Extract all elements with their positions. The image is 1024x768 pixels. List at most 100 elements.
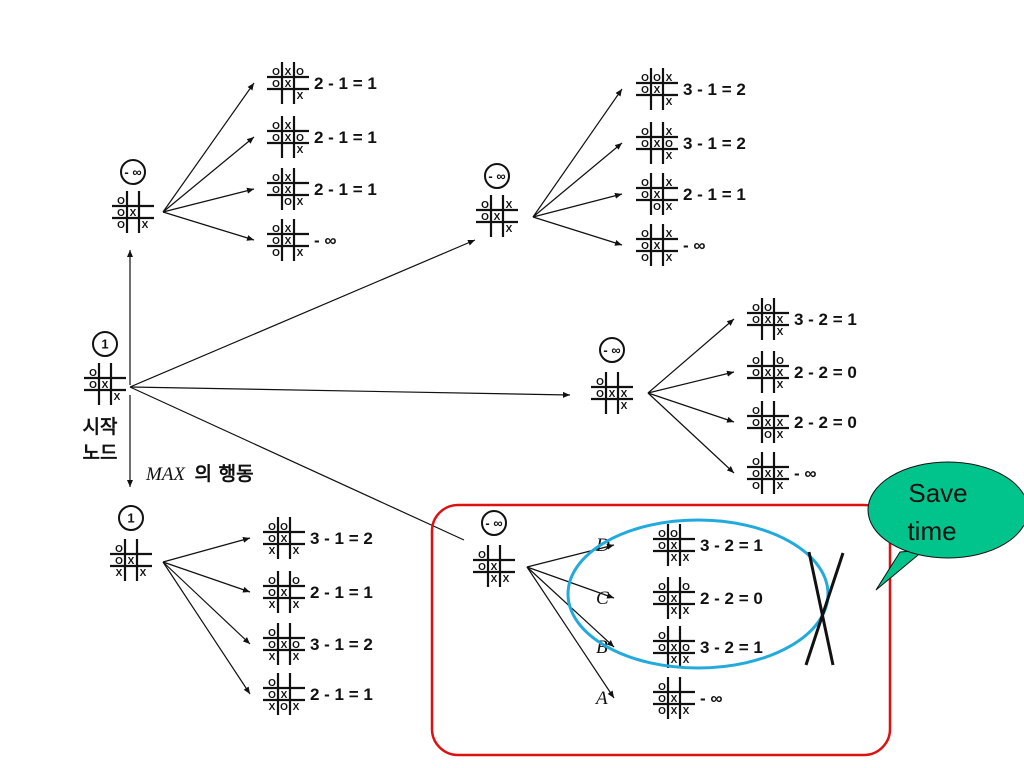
board-cell: X — [269, 600, 276, 611]
board-cell: X — [285, 224, 292, 235]
board-cell: X — [128, 556, 135, 567]
board-cell: O — [268, 678, 276, 689]
minimax-value: 1 — [127, 511, 134, 526]
bottom-left-child-edge — [162, 561, 251, 593]
pruned-subtree-box — [430, 503, 892, 757]
board-cell: O — [272, 248, 280, 259]
board-cell: O — [272, 121, 280, 132]
board-cell: X — [654, 139, 661, 150]
bottom-right-child-value: 3 - 2 = 1 — [700, 536, 763, 555]
board-cell: O — [280, 522, 288, 533]
board-cell: X — [765, 469, 772, 480]
top-right-child-edge — [532, 192, 623, 218]
edge-root-bottom-right — [129, 386, 465, 541]
board-cell: X — [683, 553, 690, 564]
callout-line-1: Save — [908, 478, 967, 508]
board-cell: X — [621, 401, 628, 412]
board-cell: O — [272, 224, 280, 235]
board-cell: O — [658, 682, 666, 693]
board-cell: O — [115, 544, 123, 555]
board-cell: X — [671, 655, 678, 666]
middle-right-child-value: 3 - 2 = 1 — [794, 310, 857, 329]
board-cell: X — [683, 706, 690, 717]
board-cell: O — [641, 85, 649, 96]
board-cell: X — [777, 430, 784, 441]
board-cell: X — [666, 97, 673, 108]
board-cell: X — [765, 315, 772, 326]
board-cell: X — [506, 200, 513, 211]
board-cell: X — [777, 327, 784, 338]
board-cell: O — [117, 208, 125, 219]
board-cell: X — [777, 469, 784, 480]
board-cell: O — [292, 576, 300, 587]
top-left-child-value: 2 - 1 = 1 — [314, 180, 377, 199]
minimax-value: 1 — [101, 337, 108, 352]
board-cell: O — [89, 368, 97, 379]
edge-root-middle-right — [129, 386, 571, 398]
middle-right-value-badge: - ∞ — [599, 337, 625, 363]
middle-right-child-value: 2 - 2 = 0 — [794, 363, 857, 382]
board-cell: X — [297, 91, 304, 102]
bottom-right-child-value: 3 - 2 = 1 — [700, 638, 763, 657]
board-cell: X — [666, 202, 673, 213]
board-cell: O — [272, 185, 280, 196]
middle-right-child-edge — [647, 392, 735, 423]
bottom-left-child-value: 2 - 1 = 1 — [310, 583, 373, 602]
bottom-right-child-edge — [526, 566, 615, 699]
board-cell: X — [671, 606, 678, 617]
board-cell: O — [268, 576, 276, 587]
board-cell: O — [272, 173, 280, 184]
middle-right-child-edge — [647, 392, 735, 474]
board-cell: X — [285, 236, 292, 247]
board-cell: X — [671, 594, 678, 605]
board-cell: X — [269, 652, 276, 663]
board-cell: X — [494, 212, 501, 223]
max-action-caption: MAX 의 행동 — [145, 463, 254, 485]
top-right-child-value: 3 - 1 = 2 — [683, 134, 746, 153]
start-node-caption-line-2: 노드 — [83, 442, 118, 464]
board-cell: O — [752, 368, 760, 379]
board-cell: X — [654, 190, 661, 201]
action-label: 의 행동 — [195, 463, 254, 485]
top-right-child-value: - ∞ — [683, 236, 706, 255]
board-cell: O — [764, 303, 772, 314]
top-right-child-edge — [532, 142, 623, 218]
board-cell: X — [114, 392, 121, 403]
board-cell: O — [658, 594, 666, 605]
board-cell: X — [285, 79, 292, 90]
board-cell: O — [670, 529, 678, 540]
board-cell: O — [284, 197, 292, 208]
save-time-callout: Save time — [867, 461, 1024, 591]
board-cell: X — [281, 534, 288, 545]
max-label: MAX — [145, 464, 186, 485]
board-cell: X — [671, 694, 678, 705]
board-cell: O — [292, 640, 300, 651]
board-cell: O — [268, 588, 276, 599]
board-cell: O — [268, 628, 276, 639]
board-cell: X — [297, 197, 304, 208]
board-cell: O — [481, 212, 489, 223]
bottom-left-child-edge — [162, 561, 251, 645]
board-cell: O — [117, 220, 125, 231]
top-right-child-edge — [532, 88, 623, 218]
board-cell: O — [478, 550, 486, 561]
board-cell: O — [641, 73, 649, 84]
board-cell: O — [272, 236, 280, 247]
minimax-value: - ∞ — [488, 169, 505, 184]
board-cell: X — [269, 702, 276, 713]
bottom-left-child-edge — [162, 561, 251, 695]
board-cell: X — [293, 702, 300, 713]
board-cell: X — [683, 606, 690, 617]
board-cell: O — [268, 534, 276, 545]
board-cell: X — [654, 85, 661, 96]
board-cell: X — [293, 600, 300, 611]
board-cell: X — [765, 368, 772, 379]
minimax-value: - ∞ — [124, 165, 141, 180]
board-cell: O — [117, 196, 125, 207]
